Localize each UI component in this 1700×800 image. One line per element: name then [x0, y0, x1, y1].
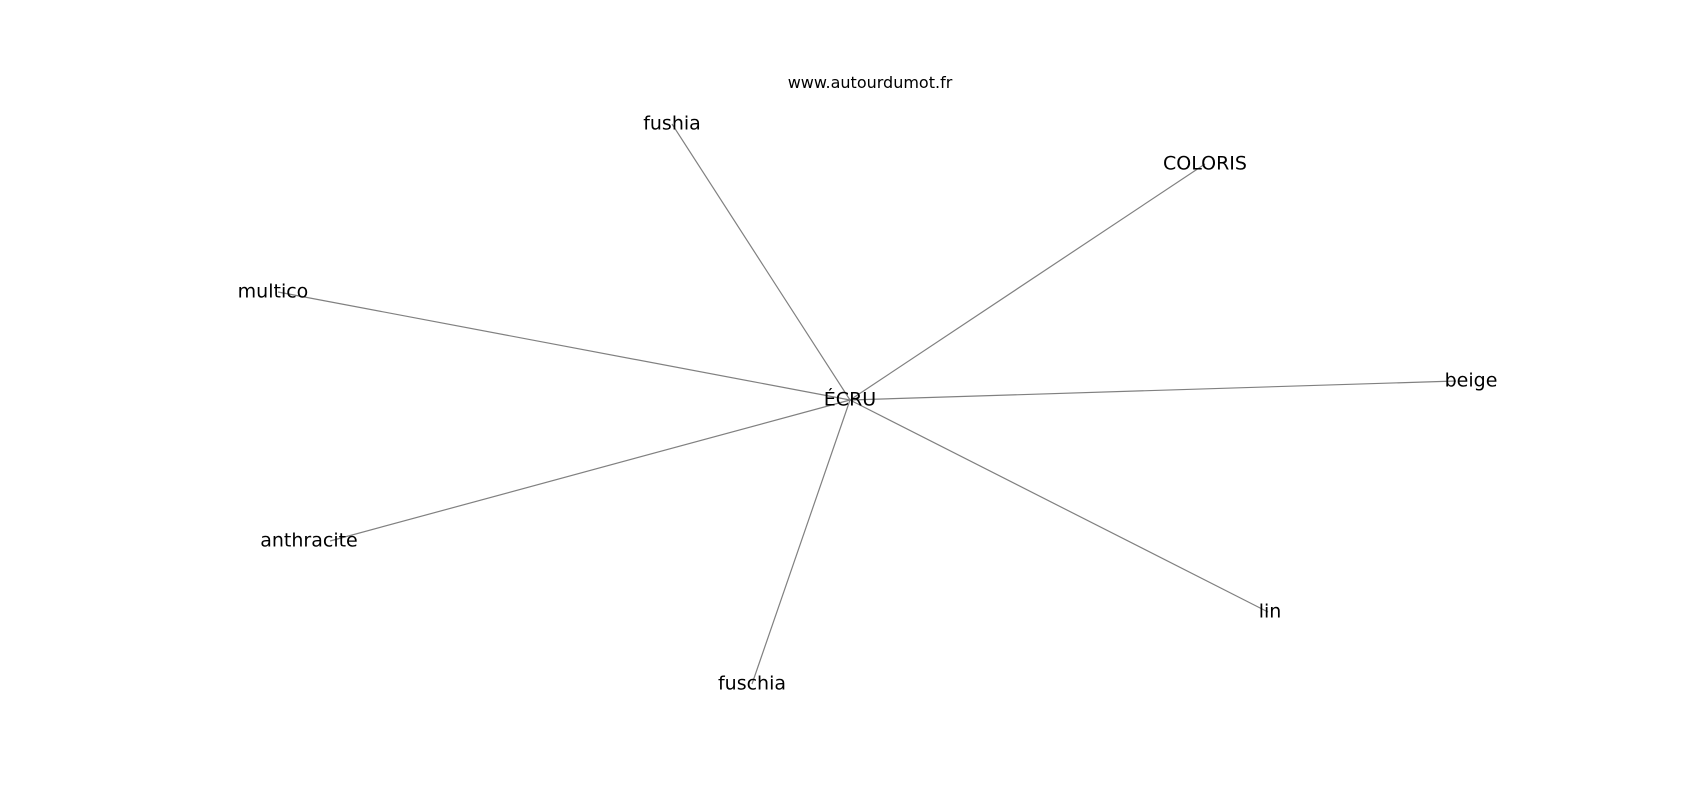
edge-ecru-anthracite — [329, 399, 851, 542]
labels-group: ÉCRU fushia COLORIS multico beige anthra… — [238, 113, 1498, 695]
node-lin[interactable]: lin — [1259, 601, 1282, 623]
node-fuschia[interactable]: fuschia — [718, 673, 786, 695]
node-multico[interactable]: multico — [238, 281, 309, 303]
node-fushia[interactable]: fushia — [643, 113, 701, 135]
watermark-text: www.autourdumot.fr — [788, 73, 953, 92]
node-center-ecru[interactable]: ÉCRU — [824, 388, 876, 411]
edge-ecru-lin — [849, 399, 1269, 613]
edge-ecru-coloris — [849, 163, 1206, 401]
edge-ecru-fushia — [671, 123, 851, 401]
edge-ecru-beige — [849, 380, 1457, 401]
edges-group — [277, 123, 1457, 685]
node-anthracite[interactable]: anthracite — [260, 530, 358, 552]
node-beige[interactable]: beige — [1445, 370, 1498, 392]
edge-ecru-fuschia — [751, 399, 851, 685]
node-coloris[interactable]: COLORIS — [1163, 153, 1247, 175]
edge-ecru-multico — [277, 291, 851, 401]
